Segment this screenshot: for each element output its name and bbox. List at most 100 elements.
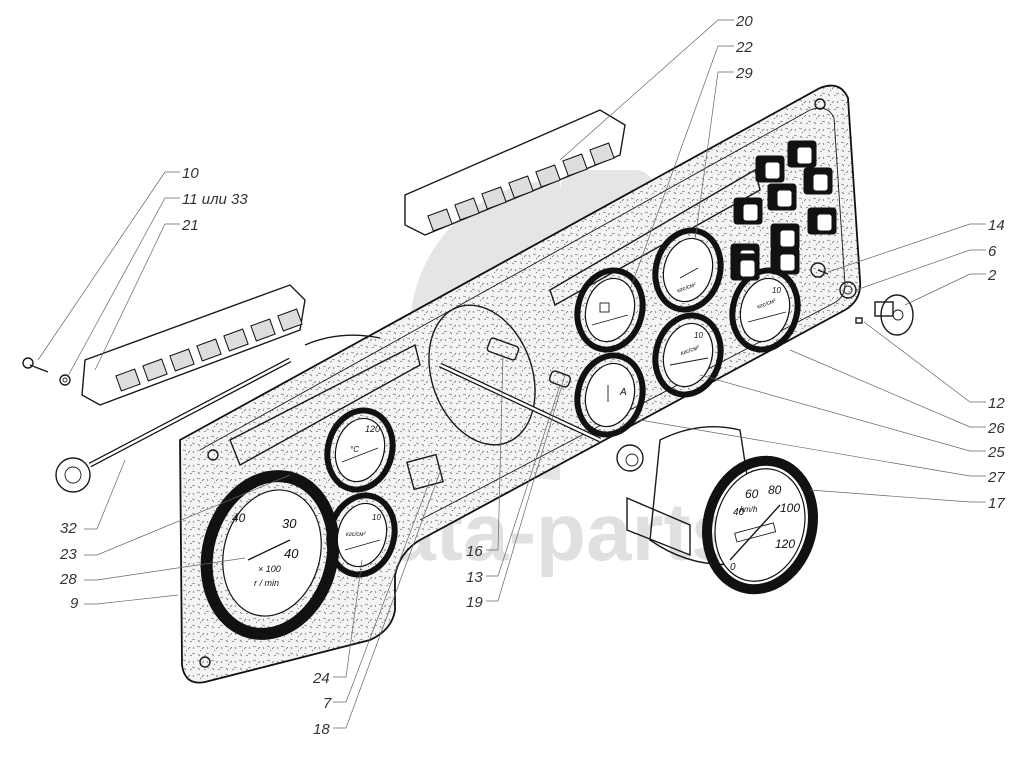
tachometer: 40 30 40 × 100 r / min bbox=[200, 470, 340, 640]
callouts-left: 10 11 или 33 21 32 23 28 9 bbox=[59, 165, 248, 612]
callout-16: 16 bbox=[466, 543, 483, 560]
leader-line bbox=[863, 321, 986, 403]
lamp-window bbox=[115, 368, 141, 392]
callout-28: 28 bbox=[59, 571, 77, 588]
screw bbox=[22, 357, 49, 373]
svg-text:0: 0 bbox=[730, 562, 736, 573]
lamp-window bbox=[250, 318, 276, 342]
washer bbox=[59, 374, 71, 386]
svg-text:120: 120 bbox=[365, 424, 380, 434]
callout-26: 26 bbox=[987, 420, 1005, 437]
callout-10: 10 bbox=[182, 165, 199, 182]
lamp-holder bbox=[486, 337, 520, 361]
svg-text:10: 10 bbox=[772, 286, 781, 295]
fuel-pump-icon bbox=[599, 302, 610, 313]
lamp-window bbox=[277, 308, 303, 332]
rocker-switch bbox=[807, 207, 837, 235]
svg-text:60: 60 bbox=[745, 487, 759, 501]
callout-32: 32 bbox=[60, 520, 77, 537]
callout-13: 13 bbox=[466, 569, 483, 586]
callout-21: 21 bbox=[181, 217, 199, 234]
leader-line bbox=[904, 273, 986, 306]
switch-key bbox=[816, 213, 833, 232]
switch-key bbox=[779, 229, 796, 248]
lamp-window bbox=[142, 358, 168, 382]
switch-key bbox=[776, 189, 793, 208]
oil-pressure-gauge: 10 кгс/см² bbox=[326, 492, 398, 578]
leader-line bbox=[333, 559, 363, 678]
callouts-right: 14 6 2 12 26 25 27 17 bbox=[987, 217, 1005, 512]
lamp-window bbox=[169, 348, 195, 372]
air-pressure-gauge-top: кгс/см² bbox=[652, 227, 724, 313]
leader-line bbox=[699, 374, 986, 452]
speedometer: 0 40 60 80 100 120 km/h 0000014 bbox=[626, 426, 818, 595]
light-switch-knob bbox=[874, 294, 914, 336]
svg-text:100: 100 bbox=[780, 501, 800, 515]
callout-9: 9 bbox=[70, 595, 79, 612]
leader-line bbox=[333, 471, 441, 729]
rocker-switch bbox=[755, 155, 785, 183]
leader-line bbox=[694, 71, 734, 241]
warning-lamp-block-top bbox=[404, 109, 626, 236]
warning-bulb bbox=[548, 370, 572, 388]
rocker-switch bbox=[767, 183, 797, 211]
callout-18: 18 bbox=[313, 721, 330, 738]
switch-key bbox=[796, 146, 813, 165]
callout-19: 19 bbox=[466, 594, 483, 611]
svg-text:10: 10 bbox=[694, 331, 703, 340]
svg-text:r / min: r / min bbox=[254, 578, 279, 588]
rocker-switch bbox=[787, 140, 817, 168]
callout-12: 12 bbox=[988, 395, 1005, 412]
callouts-top: 20 22 29 bbox=[735, 13, 753, 82]
switch-key bbox=[764, 161, 781, 180]
lamp-window bbox=[196, 338, 222, 362]
set-screw bbox=[855, 317, 863, 324]
leader-line bbox=[94, 223, 180, 371]
lamp-window bbox=[508, 175, 534, 199]
callout-17: 17 bbox=[988, 495, 1005, 512]
leader-line bbox=[855, 249, 986, 291]
svg-text:40: 40 bbox=[232, 511, 246, 525]
svg-text:A: A bbox=[619, 387, 627, 398]
leader-line bbox=[84, 474, 291, 556]
callout-25: 25 bbox=[987, 444, 1005, 461]
leader-line bbox=[486, 374, 566, 602]
switch-key bbox=[742, 203, 759, 222]
speedometer-cable bbox=[438, 362, 644, 472]
svg-text:× 100: × 100 bbox=[258, 564, 281, 574]
ammeter: A bbox=[574, 352, 646, 438]
leader-line bbox=[486, 384, 561, 577]
svg-text:km/h: km/h bbox=[740, 505, 758, 514]
leader-line bbox=[84, 557, 246, 581]
leader-line bbox=[84, 594, 179, 605]
lamp-window bbox=[223, 328, 249, 352]
switch-key bbox=[779, 253, 796, 272]
switch-key bbox=[812, 173, 829, 192]
switch-key bbox=[739, 259, 756, 278]
leader-line bbox=[789, 349, 986, 428]
leader-line bbox=[67, 197, 180, 377]
svg-text:40: 40 bbox=[284, 546, 299, 561]
lamp-window bbox=[535, 164, 561, 188]
leader-line bbox=[809, 489, 986, 503]
warning-lamp-block-left bbox=[81, 284, 306, 406]
leader-line bbox=[486, 354, 504, 551]
rocker-switch bbox=[770, 247, 800, 275]
lamp-window bbox=[481, 186, 507, 210]
rocker-switch bbox=[730, 253, 760, 281]
callout-29: 29 bbox=[735, 65, 753, 82]
callouts-bottom: 16 13 19 24 7 18 bbox=[312, 543, 483, 738]
rocker-switch bbox=[803, 167, 833, 195]
lamp-window bbox=[427, 208, 453, 232]
rocker-switch bbox=[733, 197, 763, 225]
svg-text:120: 120 bbox=[775, 537, 795, 551]
leader-lines bbox=[37, 19, 986, 729]
callout-7: 7 bbox=[323, 695, 332, 712]
temperature-gauge: 120 °C bbox=[324, 407, 396, 493]
callout-14: 14 bbox=[988, 217, 1005, 234]
svg-text:80: 80 bbox=[768, 483, 782, 497]
callout-11-or-33: 11 или 33 bbox=[182, 191, 248, 208]
lamp-window bbox=[562, 153, 588, 177]
callout-24: 24 bbox=[312, 670, 330, 687]
leader-line bbox=[639, 419, 986, 477]
